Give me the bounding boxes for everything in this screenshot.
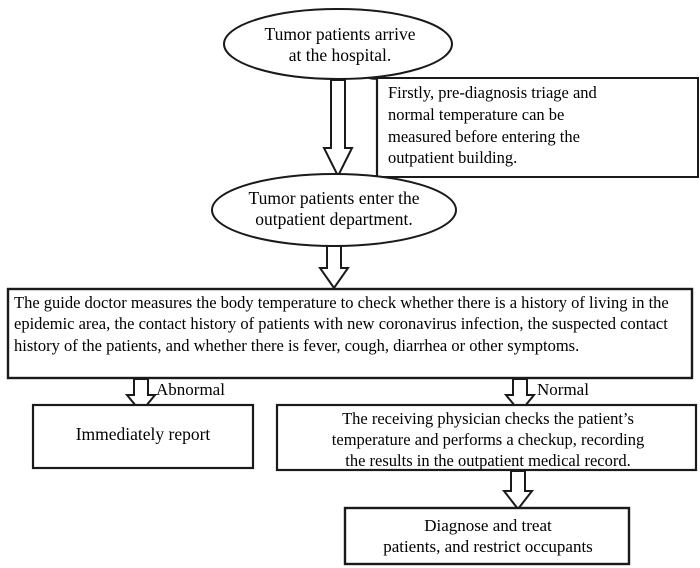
node-physician-shape xyxy=(275,403,698,472)
node-screening-label: The guide doctor measures the body tempe… xyxy=(14,293,669,355)
edge-arrive-to-enter xyxy=(322,79,354,179)
edge-label-normal: Normal xyxy=(537,380,589,399)
node-physician-label: The receiving physician checks the patie… xyxy=(331,409,645,471)
node-report-label: Immediately report xyxy=(75,424,211,444)
node-report-shape xyxy=(31,403,255,470)
edge-label-abnormal: Abnormal xyxy=(156,380,225,399)
edge-screening-to-report xyxy=(124,378,158,414)
edge-screening-to-physician xyxy=(503,378,537,414)
node-enter-label: Tumor patients enter the outpatient depa… xyxy=(248,188,420,229)
node-diagnose-label: Diagnose and treat patients, and restric… xyxy=(383,516,593,557)
edge-enter-to-screening xyxy=(318,245,350,290)
node-note-label: Firstly, pre-diagnosis triage and normal… xyxy=(388,83,597,168)
node-arrive-shape xyxy=(223,8,453,80)
node-screening-shape xyxy=(6,287,694,380)
node-diagnose-shape xyxy=(343,506,631,566)
edge-physician-to-diagnose xyxy=(501,470,535,511)
node-arrive-label: Tumor patients arrive at the hospital. xyxy=(264,24,416,65)
